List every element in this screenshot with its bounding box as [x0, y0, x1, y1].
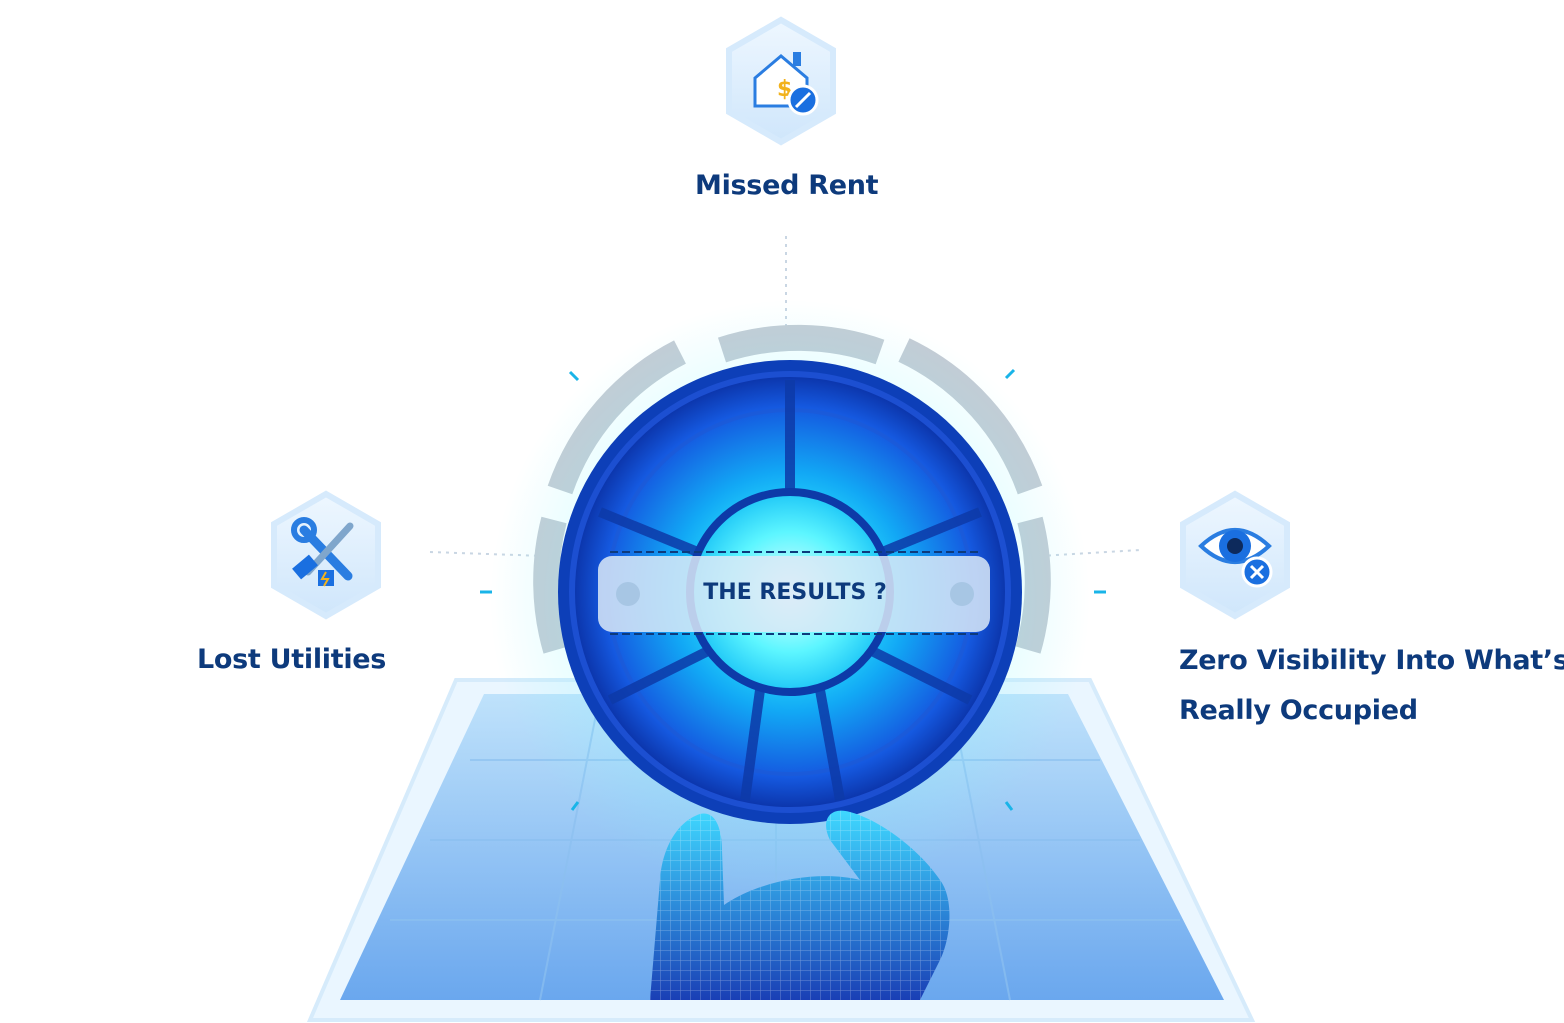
zero-visibility-label-line2: Really Occupied: [1179, 695, 1418, 726]
eye-cross-icon: [1177, 490, 1293, 620]
hand-wireframe: [650, 810, 950, 1000]
results-title: THE RESULTS ?: [703, 580, 887, 605]
results-orb: [558, 360, 1022, 824]
wrench-screwdriver-icon: [268, 490, 384, 620]
zero-visibility-label-line1: Zero Visibility Into What’s: [1179, 645, 1564, 676]
missed-rent-label: Missed Rent: [695, 170, 879, 201]
house-dollar-blocked-icon: $: [723, 16, 839, 146]
zero-visibility-label: Zero Visibility Into What’s Really Occup…: [1179, 636, 1564, 736]
lost-utilities-label: Lost Utilities: [197, 644, 387, 675]
